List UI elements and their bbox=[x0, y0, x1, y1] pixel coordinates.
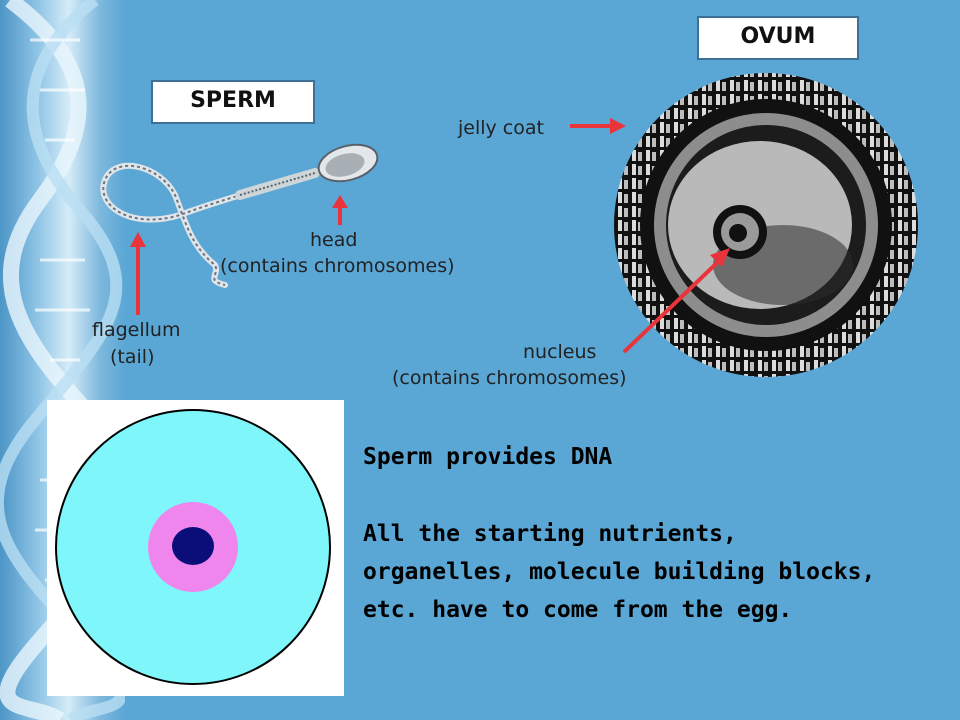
flagellum-label: flagellum bbox=[92, 319, 181, 341]
head-description: (contains chromosomes) bbox=[220, 255, 455, 277]
egg-cell-diagram bbox=[55, 409, 331, 685]
nucleus-description: (contains chromosomes) bbox=[392, 367, 627, 389]
sperm-title-box: SPERM bbox=[151, 80, 315, 124]
body-line-3: organelles, molecule building blocks, bbox=[363, 559, 876, 585]
body-line-4: etc. have to come from the egg. bbox=[363, 597, 793, 623]
ovum-title: OVUM bbox=[740, 24, 816, 49]
nucleus-label: nucleus bbox=[523, 341, 597, 363]
body-line-2: All the starting nutrients, bbox=[363, 521, 737, 547]
jelly-coat-label: jelly coat bbox=[458, 117, 544, 139]
sperm-arrows bbox=[130, 195, 348, 315]
ovum-illustration bbox=[614, 73, 918, 377]
head-label: head bbox=[310, 229, 358, 251]
ovum-arrows bbox=[570, 118, 730, 354]
cell-diagram-panel bbox=[47, 400, 344, 696]
body-line-1: Sperm provides DNA bbox=[363, 444, 613, 470]
sperm-title: SPERM bbox=[190, 88, 276, 113]
ovum-title-box: OVUM bbox=[697, 16, 859, 60]
flagellum-description: (tail) bbox=[110, 346, 155, 368]
sperm-illustration bbox=[100, 143, 379, 288]
